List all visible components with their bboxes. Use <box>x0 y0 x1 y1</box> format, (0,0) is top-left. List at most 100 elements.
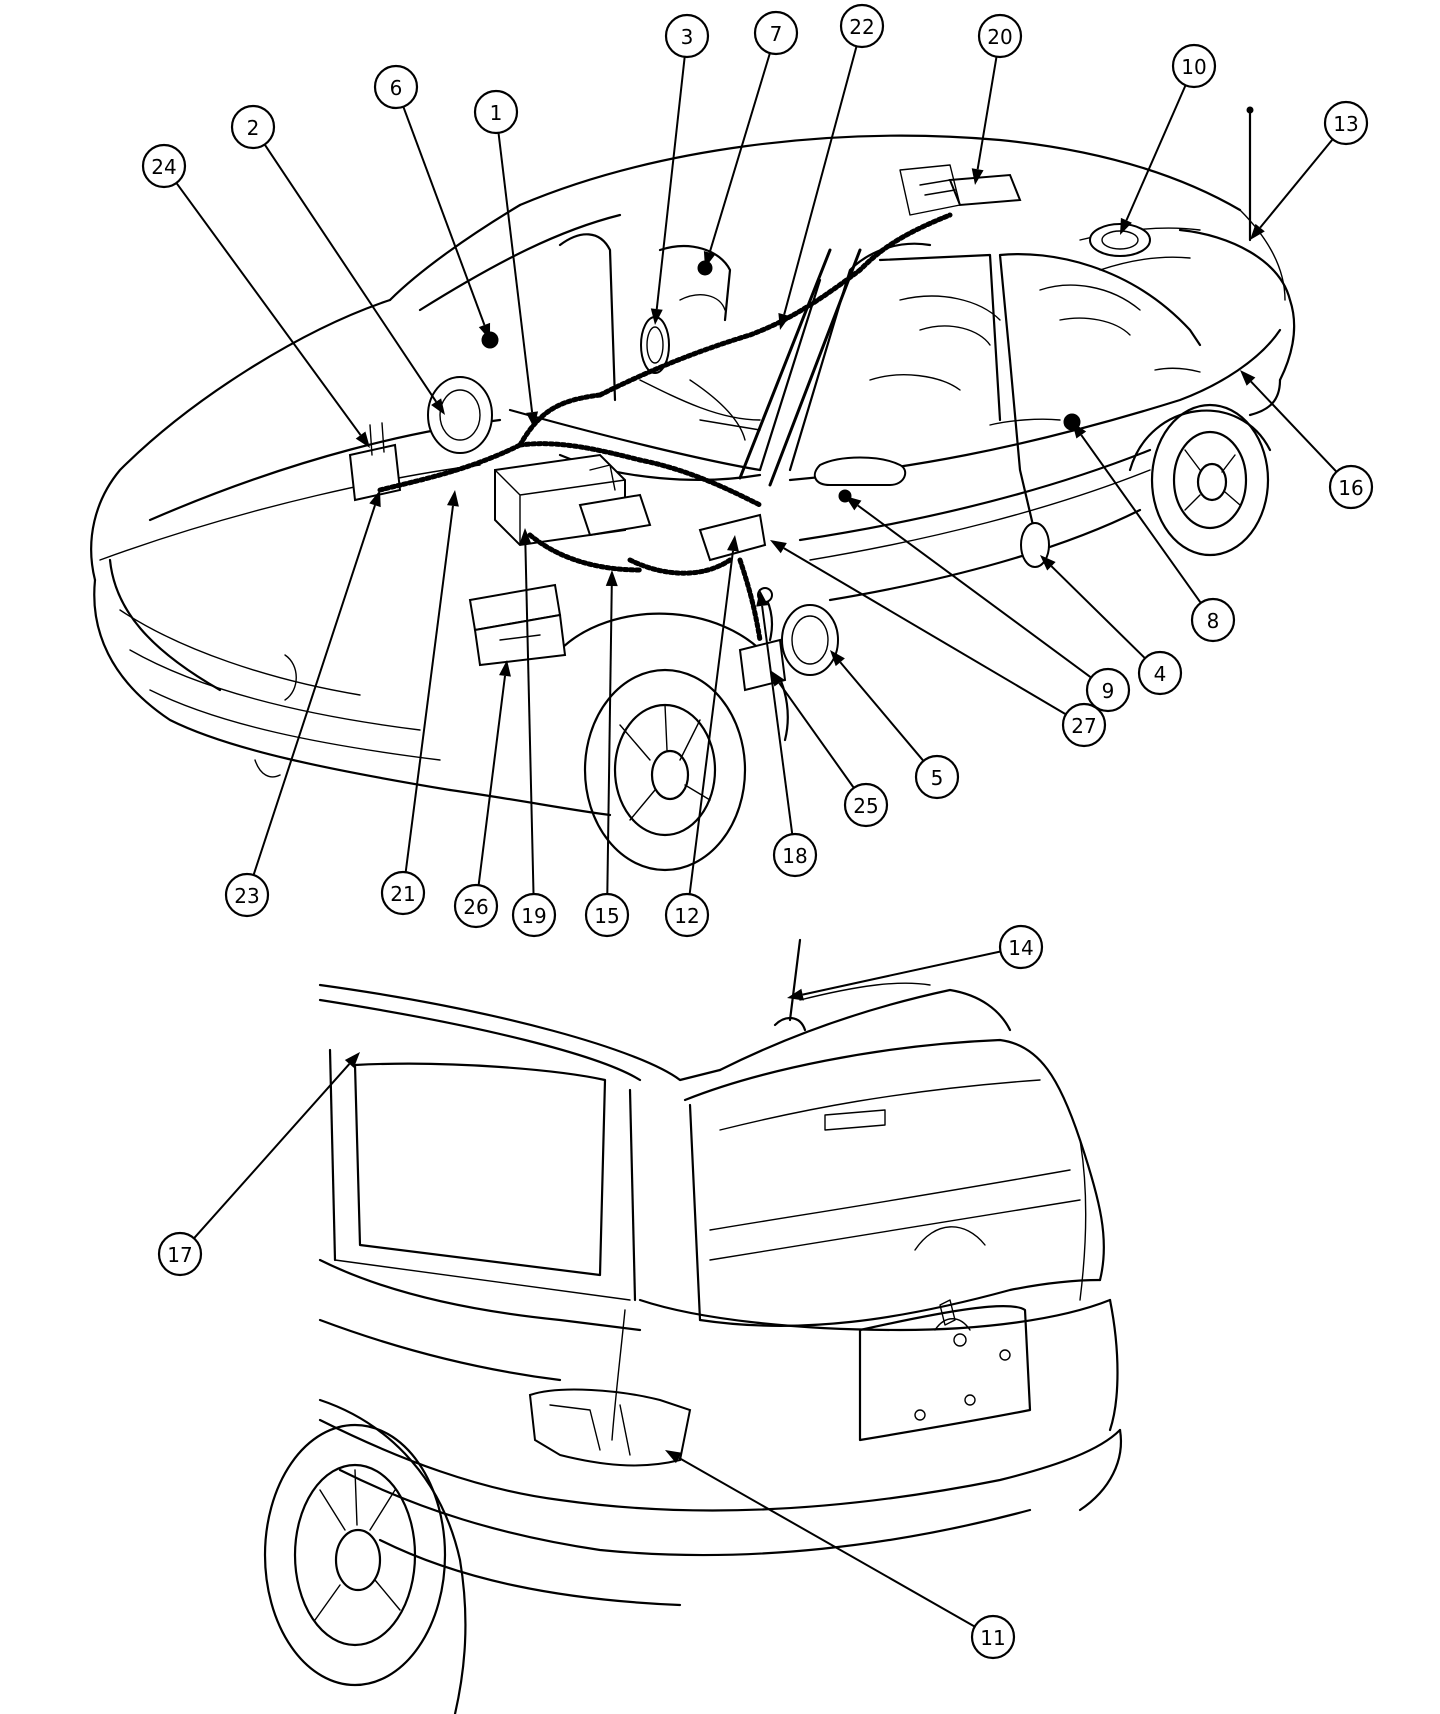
callout-leader-13 <box>1259 138 1334 229</box>
callout-12: 12 <box>664 892 710 938</box>
callout-number-18: 18 <box>782 844 807 868</box>
callout-10: 10 <box>1171 43 1217 89</box>
callout-number-25: 25 <box>853 794 878 818</box>
callout-arrowhead-15 <box>605 570 618 587</box>
callout-arrowhead-8 <box>1072 422 1087 439</box>
callout-circle-13 <box>1323 100 1369 146</box>
callout-arrowhead-7 <box>703 250 716 268</box>
callout-4: 4 <box>1137 650 1183 696</box>
callout-number-14: 14 <box>1008 936 1033 960</box>
callout-number-27: 27 <box>1071 714 1096 738</box>
callout-27: 27 <box>1061 702 1107 748</box>
callout-circle-1 <box>473 89 519 135</box>
callout-circle-2 <box>230 104 276 150</box>
callout-leader-19 <box>524 543 535 895</box>
callout-leader-6 <box>402 106 486 326</box>
callout-arrowhead-25 <box>770 670 785 687</box>
callout-circle-20 <box>977 13 1023 59</box>
callout-15: 15 <box>584 892 630 938</box>
callout-1: 1 <box>473 89 519 135</box>
callout-arrowhead-1 <box>526 411 539 428</box>
callout-arrowhead-13 <box>1250 223 1265 240</box>
callout-number-1: 1 <box>490 101 503 125</box>
callout-circle-23 <box>224 872 270 918</box>
callout-arrowhead-19 <box>519 528 532 545</box>
callout-number-11: 11 <box>980 1626 1005 1650</box>
callout-leader-9 <box>857 504 1092 679</box>
callout-leader-20 <box>976 56 998 170</box>
callout-arrowhead-17 <box>344 1052 360 1068</box>
callout-arrowhead-2 <box>431 398 445 415</box>
callout-circle-5 <box>914 754 960 800</box>
callout-arrowhead-27 <box>770 540 787 554</box>
callout-number-17: 17 <box>167 1243 192 1267</box>
callout-leader-23 <box>252 504 376 876</box>
callout-9: 9 <box>1085 667 1131 713</box>
sedan-drawing <box>90 106 1296 872</box>
callout-arrowhead-26 <box>499 660 511 677</box>
callout-19: 19 <box>511 892 557 938</box>
callout-number-5: 5 <box>931 766 944 790</box>
callout-circle-6 <box>373 64 419 110</box>
callout-8: 8 <box>1190 597 1236 643</box>
callout-leader-24 <box>175 182 362 436</box>
callout-number-13: 13 <box>1333 112 1358 136</box>
callout-leader-22 <box>783 46 858 315</box>
callout-circle-16 <box>1328 464 1374 510</box>
callout-number-20: 20 <box>987 25 1012 49</box>
callout-number-6: 6 <box>390 76 403 100</box>
callout-number-23: 23 <box>234 884 259 908</box>
callout-leader-10 <box>1125 84 1187 221</box>
callout-circle-9 <box>1085 667 1131 713</box>
callout-arrowhead-22 <box>778 312 790 330</box>
callout-leader-15 <box>606 585 613 895</box>
callout-22: 22 <box>839 3 885 49</box>
callout-26: 26 <box>453 883 499 929</box>
callout-leader-18 <box>761 605 794 835</box>
callout-leader-7 <box>708 52 771 253</box>
callout-3: 3 <box>664 13 710 59</box>
callout-leader-5 <box>839 661 925 762</box>
callout-leader-4 <box>1050 565 1146 659</box>
callout-arrowhead-24 <box>355 431 370 448</box>
callout-number-8: 8 <box>1207 609 1220 633</box>
callout-5: 5 <box>914 754 960 800</box>
callout-bubbles: 1234567891011121314151617181920212223242… <box>141 3 1374 1660</box>
callout-number-15: 15 <box>594 904 619 928</box>
callout-leader-8 <box>1080 434 1202 604</box>
callout-leader-21 <box>404 505 454 873</box>
callout-arrowhead-10 <box>1120 217 1132 235</box>
callout-circle-7 <box>753 10 799 56</box>
callout-leader-3 <box>655 56 686 310</box>
callout-number-2: 2 <box>247 116 260 140</box>
callout-number-3: 3 <box>681 25 694 49</box>
callout-arrowhead-9 <box>845 496 862 511</box>
callout-17: 17 <box>157 1231 203 1277</box>
callout-number-21: 21 <box>390 882 415 906</box>
callout-leader-12 <box>688 550 734 895</box>
callout-number-19: 19 <box>521 904 546 928</box>
callout-circle-27 <box>1061 702 1107 748</box>
callout-arrowhead-5 <box>830 650 845 667</box>
callout-leader-27 <box>783 547 1067 716</box>
callout-leader-17 <box>193 1063 351 1239</box>
callout-2: 2 <box>230 104 276 150</box>
callout-number-9: 9 <box>1102 679 1115 703</box>
callout-arrowhead-23 <box>369 490 381 508</box>
callout-circle-24 <box>141 143 187 189</box>
callout-leader-25 <box>778 682 855 789</box>
callout-number-4: 4 <box>1154 662 1167 686</box>
callout-leader-2 <box>263 143 437 403</box>
callout-circle-10 <box>1171 43 1217 89</box>
callout-number-24: 24 <box>151 155 176 179</box>
callout-leader-16 <box>1250 380 1338 473</box>
callout-arrowhead-11 <box>665 1450 682 1464</box>
callout-13: 13 <box>1323 100 1369 146</box>
callout-circle-25 <box>843 782 889 828</box>
callout-circle-21 <box>380 870 426 916</box>
callout-circle-17 <box>157 1231 203 1277</box>
callout-circle-14 <box>998 924 1044 970</box>
callout-leader-14 <box>802 950 1001 996</box>
callout-16: 16 <box>1328 464 1374 510</box>
